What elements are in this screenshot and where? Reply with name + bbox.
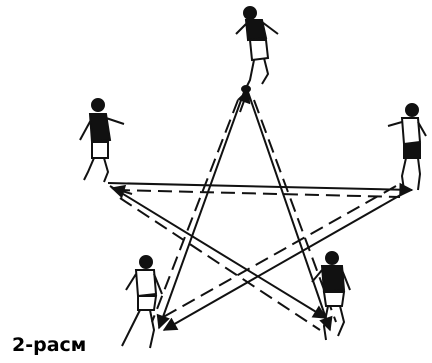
figure-caption: 2-расм xyxy=(12,334,86,356)
pass-line xyxy=(158,186,396,320)
player-right xyxy=(388,104,426,190)
player-bottom-left xyxy=(122,256,162,348)
pass-line xyxy=(108,183,412,190)
player-top xyxy=(236,7,278,92)
player-left xyxy=(80,99,124,182)
pass-line xyxy=(152,100,238,322)
pass-line xyxy=(116,190,400,197)
